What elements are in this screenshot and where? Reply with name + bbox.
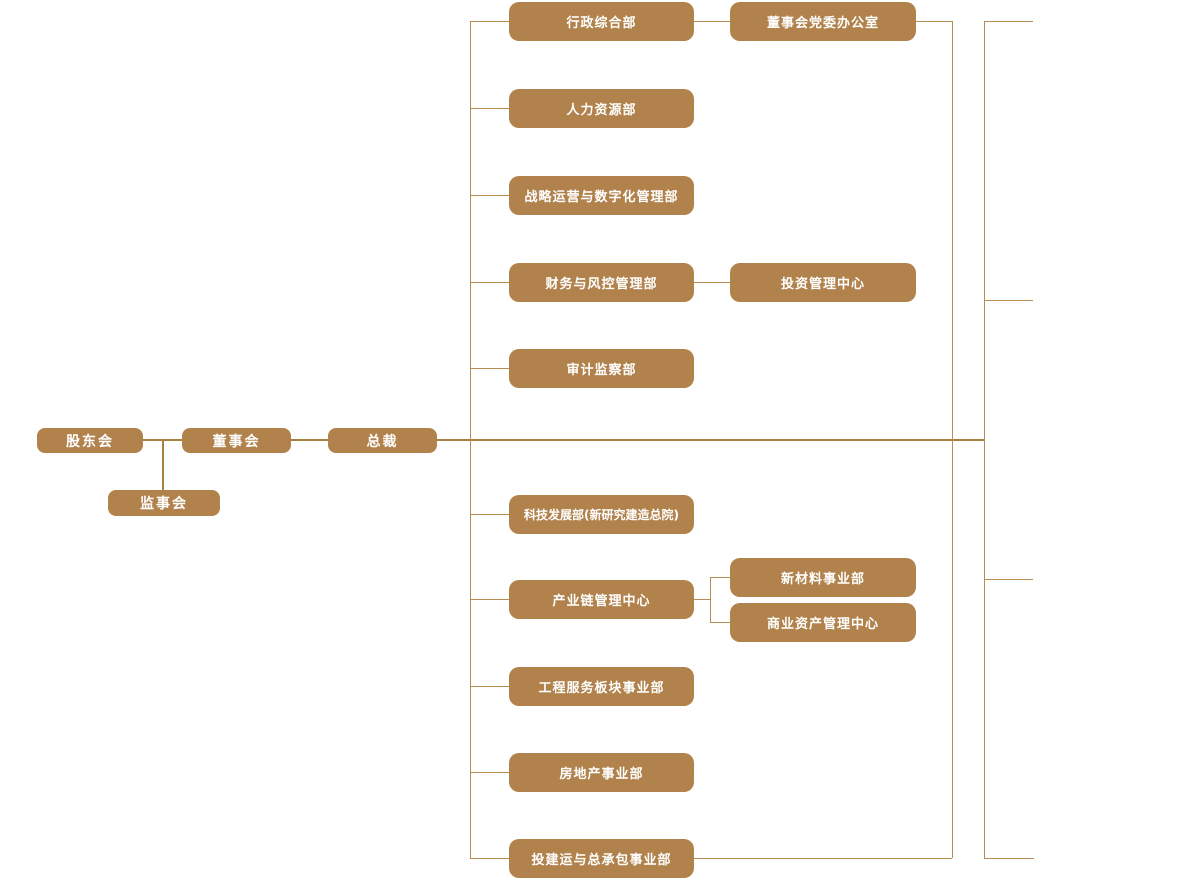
connector-line bbox=[470, 108, 509, 109]
connector-line bbox=[437, 439, 984, 441]
connector-line bbox=[470, 686, 509, 687]
connector-line bbox=[710, 622, 730, 623]
org-node-real-estate[interactable]: 房地产事业部 bbox=[509, 753, 694, 792]
org-node-label: 董事会党委办公室 bbox=[766, 16, 879, 31]
org-node-new-materials-division[interactable]: 新材料事业部 bbox=[730, 558, 916, 597]
org-node-commercial-asset-management-center[interactable]: 商业资产管理中心 bbox=[730, 603, 916, 642]
connector-line bbox=[470, 21, 471, 858]
org-node-president[interactable]: 总裁 bbox=[328, 428, 437, 453]
org-node-finance-risk[interactable]: 财务与风控管理部 bbox=[509, 263, 694, 302]
org-node-board-party-office[interactable]: 董事会党委办公室 bbox=[730, 2, 916, 41]
connector-line bbox=[694, 858, 952, 859]
connector-line bbox=[470, 368, 509, 369]
org-node-label: 人力资源部 bbox=[566, 103, 637, 118]
connector-line bbox=[710, 577, 711, 622]
org-node-label: 董事会 bbox=[212, 433, 261, 450]
org-node-label: 投建运与总承包事业部 bbox=[531, 853, 672, 868]
org-node-investment-construction-epc[interactable]: 投建运与总承包事业部 bbox=[509, 839, 694, 878]
org-node-admin-general[interactable]: 行政综合部 bbox=[509, 2, 694, 41]
org-node-human-resources[interactable]: 人力资源部 bbox=[509, 89, 694, 128]
org-node-industry-chain[interactable]: 产业链管理中心 bbox=[509, 580, 694, 619]
org-node-label: 房地产事业部 bbox=[559, 767, 644, 782]
connector-line bbox=[470, 282, 509, 283]
org-node-label: 投资管理中心 bbox=[780, 277, 865, 292]
connector-line bbox=[984, 300, 1033, 301]
connector-line bbox=[162, 440, 164, 490]
org-node-label: 行政综合部 bbox=[566, 16, 637, 31]
connector-line bbox=[952, 21, 953, 858]
connector-line bbox=[984, 21, 985, 858]
org-node-label: 财务与风控管理部 bbox=[545, 277, 658, 292]
connector-line bbox=[916, 21, 952, 22]
connector-line bbox=[694, 21, 730, 22]
org-node-supervisory-board[interactable]: 监事会 bbox=[108, 490, 220, 516]
connector-line bbox=[470, 858, 509, 859]
connector-line bbox=[984, 858, 1034, 859]
org-node-label: 工程服务板块事业部 bbox=[538, 681, 665, 696]
org-node-label: 股东会 bbox=[66, 433, 114, 450]
connector-line bbox=[470, 195, 509, 196]
connector-line bbox=[984, 579, 1033, 580]
org-node-label: 科技发展部(新研究建造总院) bbox=[524, 508, 679, 522]
org-node-strategy-operations-digital[interactable]: 战略运营与数字化管理部 bbox=[509, 176, 694, 215]
org-node-label: 产业链管理中心 bbox=[552, 594, 651, 609]
connector-line bbox=[470, 772, 509, 773]
connector-line bbox=[694, 282, 730, 283]
org-node-label: 新材料事业部 bbox=[780, 572, 865, 587]
connector-line bbox=[984, 21, 1033, 22]
org-node-tech-development[interactable]: 科技发展部(新研究建造总院) bbox=[509, 495, 694, 534]
connector-line bbox=[470, 514, 509, 515]
connector-line bbox=[710, 577, 730, 578]
org-node-label: 战略运营与数字化管理部 bbox=[524, 190, 679, 205]
org-node-label: 监事会 bbox=[140, 496, 188, 512]
org-node-label: 总裁 bbox=[366, 433, 399, 450]
connector-line bbox=[291, 439, 328, 441]
connector-line bbox=[470, 599, 509, 600]
connector-line bbox=[470, 21, 509, 22]
org-node-label: 审计监察部 bbox=[566, 363, 637, 378]
org-node-audit-supervision[interactable]: 审计监察部 bbox=[509, 349, 694, 388]
org-node-shareholders-meeting[interactable]: 股东会 bbox=[37, 428, 143, 453]
org-node-label: 商业资产管理中心 bbox=[766, 617, 879, 632]
connector-line bbox=[694, 599, 710, 600]
org-node-investment-management-center[interactable]: 投资管理中心 bbox=[730, 263, 916, 302]
org-node-engineering-services[interactable]: 工程服务板块事业部 bbox=[509, 667, 694, 706]
org-node-board-of-directors[interactable]: 董事会 bbox=[182, 428, 291, 453]
